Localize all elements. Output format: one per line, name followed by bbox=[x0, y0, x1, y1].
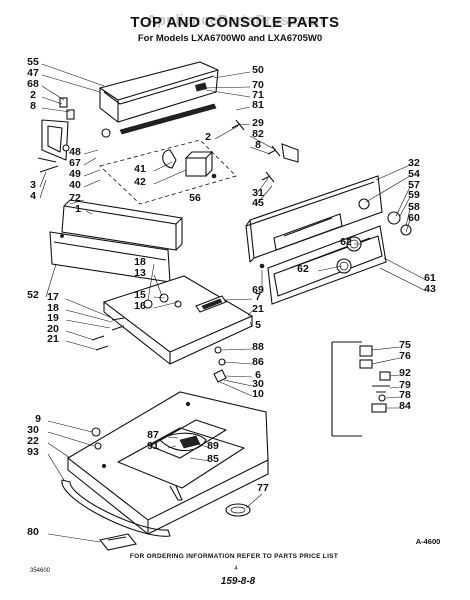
callout-c69: 69 bbox=[252, 284, 264, 296]
callout-c86: 86 bbox=[252, 356, 264, 368]
callout-c59: 59 bbox=[408, 189, 420, 201]
callout-c52: 52 bbox=[27, 289, 39, 301]
callout-c88: 88 bbox=[252, 341, 264, 353]
callout-c89: 89 bbox=[207, 440, 219, 452]
ordering-note: FOR ORDERING INFORMATION REFER TO PARTS … bbox=[130, 553, 338, 560]
callout-c50: 50 bbox=[252, 64, 264, 76]
callout-c79: 79 bbox=[399, 379, 411, 391]
callout-c29: 29 bbox=[252, 117, 264, 129]
callout-c92: 92 bbox=[399, 367, 411, 379]
callout-c93: 93 bbox=[27, 446, 39, 458]
left-code: 354600 bbox=[30, 568, 51, 574]
callout-c22: 22 bbox=[27, 435, 39, 447]
callout-c1: 1 bbox=[75, 203, 81, 215]
callout-c42: 42 bbox=[134, 176, 146, 188]
callout-c8b: 8 bbox=[255, 139, 261, 151]
callout-c67: 67 bbox=[69, 157, 81, 169]
control-panel-part bbox=[245, 175, 412, 305]
callout-c72: 72 bbox=[69, 192, 81, 204]
callout-c54: 54 bbox=[408, 168, 420, 180]
callout-c32: 32 bbox=[408, 157, 420, 169]
callout-c75: 75 bbox=[399, 339, 411, 351]
callout-c56: 56 bbox=[189, 192, 201, 204]
callout-c10: 10 bbox=[252, 388, 264, 400]
callout-c60: 60 bbox=[408, 212, 420, 224]
foot-part bbox=[99, 533, 137, 551]
diagram-subtitle: For Models LXA6700W0 and LXA6705W0 bbox=[138, 33, 322, 44]
screw-parts-top bbox=[231, 119, 299, 183]
callout-c40: 40 bbox=[69, 179, 81, 191]
callout-c18b: 18 bbox=[47, 302, 59, 314]
callout-c8a: 8 bbox=[30, 100, 36, 112]
top-cover-part bbox=[91, 275, 254, 383]
callout-c77: 77 bbox=[257, 482, 269, 494]
callout-c9: 9 bbox=[35, 413, 41, 425]
callout-c68: 68 bbox=[27, 78, 39, 90]
housing-panel-part bbox=[49, 199, 183, 283]
callout-c30b: 30 bbox=[27, 424, 39, 436]
callout-c78: 78 bbox=[399, 389, 411, 401]
callout-c85: 85 bbox=[207, 453, 219, 465]
callout-c43: 43 bbox=[424, 283, 436, 295]
diagram-title: TOP AND CONSOLE PARTS bbox=[130, 14, 339, 31]
callout-c70: 70 bbox=[252, 79, 264, 91]
callout-c21: 21 bbox=[47, 333, 59, 345]
callout-c80: 80 bbox=[27, 526, 39, 538]
seal-part bbox=[225, 503, 251, 517]
inset-box bbox=[331, 341, 391, 437]
callout-c2a: 2 bbox=[30, 89, 36, 101]
callout-c6: 6 bbox=[255, 369, 261, 381]
callout-c3: 3 bbox=[30, 179, 36, 191]
clip-parts-left bbox=[37, 97, 111, 173]
callout-c2b: 2 bbox=[205, 131, 211, 143]
callout-c57: 57 bbox=[408, 179, 420, 191]
callout-c49: 49 bbox=[69, 168, 81, 180]
cabinet-top-part bbox=[61, 391, 269, 537]
watermark: AppliancePartsPros.com bbox=[146, 12, 324, 29]
figure-ref: A-4600 bbox=[416, 537, 441, 546]
switch-part bbox=[99, 139, 237, 205]
callout-c13: 13 bbox=[134, 267, 146, 279]
callout-c19: 19 bbox=[47, 312, 59, 324]
callout-c91: 91 bbox=[147, 440, 159, 452]
callout-c58: 58 bbox=[408, 201, 420, 213]
callout-c30a: 30 bbox=[252, 378, 264, 390]
callout-c61: 61 bbox=[424, 272, 436, 284]
callout-c18: 18 bbox=[134, 256, 146, 268]
callout-c4: 4 bbox=[30, 190, 36, 202]
callout-c41: 41 bbox=[134, 163, 146, 175]
callout-c81: 81 bbox=[252, 99, 264, 111]
callout-c62a: 62 bbox=[340, 236, 352, 248]
callout-c5: 5 bbox=[255, 319, 261, 331]
callout-c47: 47 bbox=[27, 67, 39, 79]
console-panel-part bbox=[99, 61, 219, 135]
callout-c76: 76 bbox=[399, 350, 411, 362]
callout-c71: 71 bbox=[252, 89, 264, 101]
callout-c48: 48 bbox=[69, 146, 81, 158]
callout-c15: 15 bbox=[134, 289, 146, 301]
callout-c55: 55 bbox=[27, 56, 39, 68]
callout-c45: 45 bbox=[252, 197, 264, 209]
callout-c84: 84 bbox=[399, 400, 411, 412]
callout-c62b: 62 bbox=[297, 263, 309, 275]
callout-c16: 16 bbox=[134, 300, 146, 312]
handwritten-code: 159-8-8 bbox=[221, 576, 256, 587]
callout-c21b: 21 bbox=[252, 303, 264, 315]
leader-lines bbox=[39, 63, 427, 543]
callout-c20: 20 bbox=[47, 323, 59, 335]
callout-c31: 31 bbox=[252, 187, 264, 199]
page-number: 4 bbox=[234, 566, 238, 572]
callout-c17: 17 bbox=[47, 291, 59, 303]
callout-c82: 82 bbox=[252, 128, 264, 140]
callout-c87: 87 bbox=[147, 429, 159, 441]
callout-c7: 7 bbox=[255, 291, 261, 303]
